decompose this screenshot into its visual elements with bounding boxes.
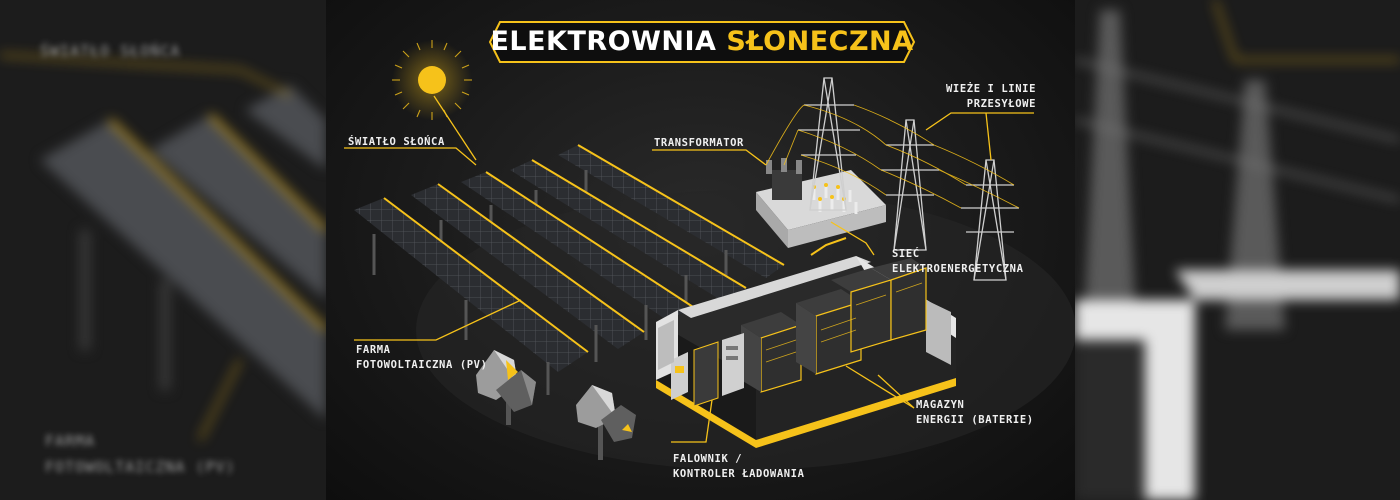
solar-panel-row-5 bbox=[558, 144, 785, 280]
storage-building bbox=[656, 256, 956, 448]
label-towers-line-1: WIEŻE I LINIE bbox=[946, 83, 1036, 95]
blurred-backdrop-right bbox=[1075, 0, 1400, 500]
label-storage-line-2: ENERGII (BATERIE) bbox=[916, 414, 1034, 426]
leader-pv bbox=[354, 299, 522, 341]
inverter-cabinets bbox=[671, 333, 744, 407]
sun-icon bbox=[392, 40, 472, 120]
leader-towers bbox=[925, 112, 1034, 131]
power-lines bbox=[765, 104, 1020, 209]
label-towers: WIEŻE I LINIE PRZESYŁOWE bbox=[940, 82, 1036, 112]
label-grid: SIEĆ ELEKTROENERGETYCZNA bbox=[892, 247, 1024, 277]
label-storage: MAGAZYN ENERGII (BATERIE) bbox=[916, 398, 1034, 428]
label-transformer: TRANSFORMATOR bbox=[654, 136, 744, 151]
leader-towers-2 bbox=[985, 112, 992, 161]
tree-left bbox=[476, 350, 536, 425]
transformer-substation bbox=[756, 158, 886, 248]
leader-inverter bbox=[671, 399, 713, 443]
leader-transformer bbox=[652, 149, 767, 166]
label-pv-line-2: FOTOWOLTAICZNA (PV) bbox=[356, 359, 488, 371]
label-pv-farm: FARMA FOTOWOLTAICZNA (PV) bbox=[356, 343, 488, 373]
label-inverter-line-2: KONTROLER ŁADOWANIA bbox=[673, 468, 805, 480]
title-frame bbox=[488, 21, 916, 63]
blurred-panels-left bbox=[0, 54, 326, 441]
main-illustration: ELEKTROWNIA SŁONECZNA ŚWIATŁO SŁOŃCA TRA… bbox=[326, 0, 1075, 500]
page-title: ELEKTROWNIA SŁONECZNA bbox=[488, 20, 916, 64]
label-grid-line-1: SIEĆ bbox=[892, 248, 920, 260]
grid-cable bbox=[810, 237, 847, 256]
label-sunlight: ŚWIATŁO SŁOŃCA bbox=[348, 135, 445, 150]
leader-grid bbox=[830, 221, 875, 256]
label-pv-line-1: FARMA bbox=[356, 344, 391, 356]
leader-storage-1 bbox=[877, 374, 915, 409]
control-cabinet bbox=[658, 320, 674, 370]
label-inverter: FALOWNIK / KONTROLER ŁADOWANIA bbox=[673, 452, 805, 482]
solar-panel-row-1 bbox=[354, 197, 589, 395]
solar-panel-rows bbox=[354, 144, 785, 395]
ghost-label-pv-2: FOTOWOLTAICZNA (PV) bbox=[45, 458, 236, 476]
ghost-label-sunlight: ŚWIATŁO SŁOŃCA bbox=[40, 42, 181, 60]
leader-sunlight bbox=[344, 147, 477, 166]
solar-panel-row-2 bbox=[411, 183, 645, 362]
blurred-towers-right bbox=[1075, 0, 1400, 500]
title-part-1: ELEKTROWNIA bbox=[490, 26, 717, 57]
label-transformer-text: TRANSFORMATOR bbox=[654, 137, 744, 149]
tower-2 bbox=[881, 119, 939, 251]
leader-storage-2 bbox=[845, 365, 915, 409]
scene-graphic bbox=[344, 40, 1075, 470]
ghost-label-pv-1: FARMA bbox=[45, 432, 96, 450]
label-sunlight-text: ŚWIATŁO SŁOŃCA bbox=[348, 136, 445, 148]
leader-lines bbox=[344, 95, 1034, 443]
label-towers-line-2: PRZESYŁOWE bbox=[966, 98, 1036, 110]
label-storage-line-1: MAGAZYN bbox=[916, 399, 965, 411]
tower-3 bbox=[961, 159, 1019, 281]
battery-racks bbox=[741, 258, 927, 393]
tree-right bbox=[576, 385, 636, 460]
blurred-backdrop-left: ŚWIATŁO SŁOŃCA FARMA FOTOWOLTAICZNA (PV) bbox=[0, 0, 326, 500]
label-inverter-line-1: FALOWNIK / bbox=[673, 453, 743, 465]
leader-sun-ray bbox=[433, 95, 477, 161]
label-grid-line-2: ELEKTROENERGETYCZNA bbox=[892, 263, 1024, 275]
title-banner: ELEKTROWNIA SŁONECZNA bbox=[488, 20, 916, 64]
title-part-2: SŁONECZNA bbox=[726, 26, 914, 57]
